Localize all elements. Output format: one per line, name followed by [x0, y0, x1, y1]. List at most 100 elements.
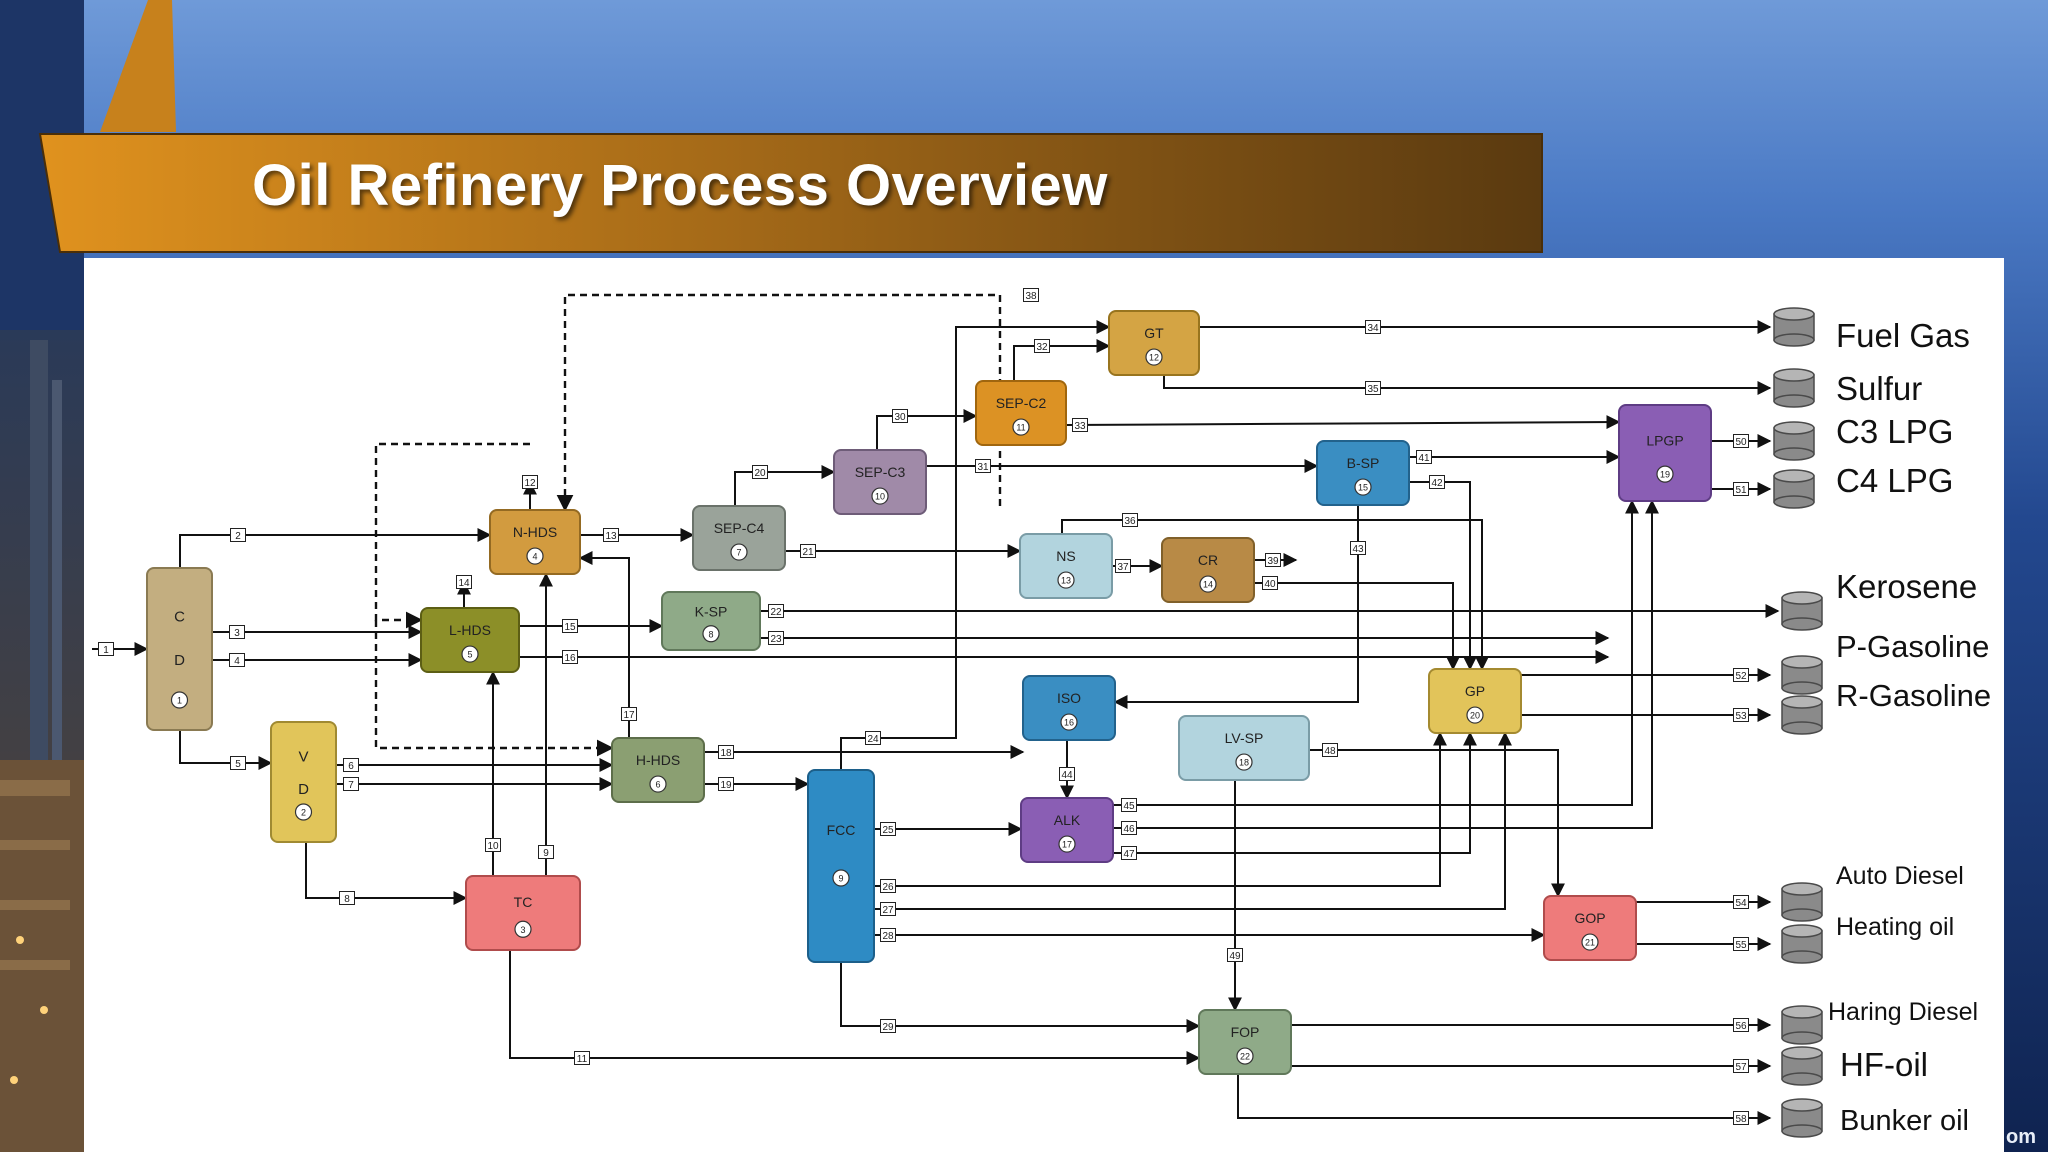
- svg-text:46: 46: [1123, 824, 1135, 835]
- svg-text:37: 37: [1117, 562, 1129, 573]
- unit-number: 19: [1660, 470, 1670, 480]
- stream-label: 3: [229, 625, 245, 639]
- svg-text:20: 20: [754, 468, 766, 479]
- svg-text:1: 1: [103, 645, 109, 656]
- unit-number-badge: [1145, 348, 1163, 366]
- svg-text:10: 10: [487, 841, 499, 852]
- stream-line: [1163, 375, 1772, 395]
- unit-number-badge: [1058, 835, 1076, 853]
- svg-text:14: 14: [458, 578, 470, 589]
- svg-text:19: 19: [720, 780, 732, 791]
- stream-line: [1113, 499, 1639, 806]
- unit-box: [611, 737, 705, 803]
- svg-text:27: 27: [882, 905, 894, 916]
- stream-label: 56: [1733, 1018, 1749, 1032]
- svg-text:7: 7: [348, 780, 354, 791]
- unit-number-badge: [461, 645, 479, 663]
- stream-label: 7: [343, 777, 359, 791]
- unit-box: [807, 769, 875, 963]
- unit-box: [1316, 440, 1410, 506]
- stream-label: 50: [1733, 434, 1749, 448]
- svg-text:11: 11: [577, 1054, 588, 1065]
- svg-text:15: 15: [564, 622, 576, 633]
- stream-line: [840, 320, 1111, 770]
- unit-number-badge: [1236, 1047, 1254, 1065]
- unit-number-badge: [1581, 933, 1599, 951]
- svg-text:36: 36: [1124, 516, 1136, 527]
- unit-number-badge: [730, 543, 748, 561]
- unit-number: 18: [1239, 758, 1249, 768]
- stream-label: 46: [1121, 821, 1137, 835]
- unit-box: [1108, 310, 1200, 376]
- stream-label: 21: [800, 544, 816, 558]
- unit-number-badge: [1199, 575, 1217, 593]
- svg-text:9: 9: [543, 848, 549, 859]
- product-label: Fuel Gas: [1836, 317, 1970, 354]
- stream-label: 35: [1365, 381, 1381, 395]
- unit-bsp: B-SP 15: [1316, 440, 1410, 506]
- stream-label: 22: [768, 604, 784, 618]
- unit-box: [692, 505, 786, 571]
- svg-text:26: 26: [882, 882, 894, 893]
- svg-text:17: 17: [623, 710, 635, 721]
- unit-box: [420, 607, 520, 673]
- svg-text:21: 21: [802, 547, 814, 558]
- product-haring-diesel: Haring Diesel: [1781, 998, 1978, 1045]
- product-r-gasoline: R-Gasoline: [1781, 678, 1991, 735]
- stream-line: [1061, 519, 1489, 671]
- unit-number: 22: [1240, 1052, 1250, 1062]
- product-label: HF-oil: [1840, 1046, 1928, 1083]
- stream-label: 26: [880, 879, 896, 893]
- svg-text:24: 24: [867, 734, 879, 745]
- svg-text:23: 23: [770, 634, 782, 645]
- unit-number-badge: [1060, 713, 1078, 731]
- recycle-line: [374, 620, 614, 757]
- stream-label: 6: [343, 758, 359, 772]
- unit-box: [489, 509, 581, 575]
- unit-label: B-SP: [1347, 455, 1380, 471]
- stream-label: 42: [1429, 475, 1445, 489]
- unit-label: L-HDS: [449, 622, 491, 638]
- unit-box: [465, 875, 581, 951]
- unit-label: FOP: [1231, 1024, 1260, 1040]
- unit-number: 21: [1585, 938, 1595, 948]
- stream-line: [874, 731, 1447, 887]
- unit-label: TC: [514, 894, 533, 910]
- unit-number: 5: [467, 650, 472, 660]
- svg-text:29: 29: [882, 1022, 894, 1033]
- unit-box: [1020, 797, 1114, 863]
- unit-box: [1618, 404, 1712, 502]
- svg-text:30: 30: [894, 412, 906, 423]
- stream-label: 52: [1733, 668, 1749, 682]
- unit-box: [270, 721, 337, 843]
- svg-text:47: 47: [1123, 849, 1135, 860]
- svg-text:22: 22: [770, 607, 782, 618]
- product-hf-oil: HF-oil: [1781, 1046, 1928, 1086]
- recycle-line: [374, 442, 530, 629]
- unit-label: SEP-C2: [996, 395, 1047, 411]
- svg-text:49: 49: [1229, 951, 1241, 962]
- product-label: C3 LPG: [1836, 413, 1953, 450]
- svg-text:31: 31: [977, 462, 989, 473]
- unit-number: 15: [1358, 483, 1368, 493]
- unit-box: [1178, 715, 1310, 781]
- unit-number: 10: [875, 492, 885, 502]
- stream-label: 17: [621, 707, 637, 721]
- unit-label: NS: [1056, 548, 1075, 564]
- unit-label: GT: [1144, 325, 1164, 341]
- product-label: Bunker oil: [1840, 1105, 1969, 1137]
- stream-label: 16: [562, 650, 578, 664]
- stream-line: [179, 730, 273, 770]
- product-bunker-oil: Bunker oil: [1781, 1098, 1969, 1138]
- stream-line: [305, 842, 468, 905]
- unit-box: [1161, 537, 1255, 603]
- product-p-gasoline: P-Gasoline: [1781, 629, 1989, 695]
- stream-label: 51: [1733, 482, 1749, 496]
